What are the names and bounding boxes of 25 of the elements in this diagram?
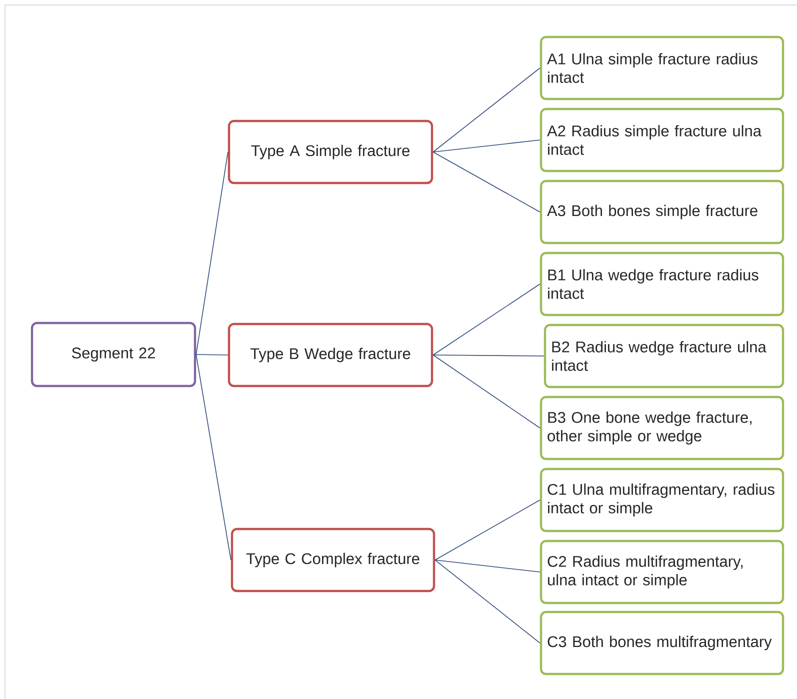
connector-line: [432, 354, 544, 356]
subtype-box: C1 Ulna multifragmentary, radius intact or simple: [540, 468, 784, 532]
subtype-box: A3 Both bones simple fracture: [540, 180, 784, 244]
subtype-box: C2 Radius multifragmentary, ulna intact or simple: [540, 540, 784, 604]
subtype-box: A1 Ulna simple fracture radius intact: [540, 36, 784, 100]
connector-line: [432, 140, 540, 152]
connector-line: [432, 152, 540, 212]
root-box: Segment 22: [30, 322, 196, 388]
connector-line: [196, 152, 228, 355]
connector-line: [432, 68, 540, 152]
connector-line: [432, 284, 540, 356]
connector-line: [434, 500, 540, 560]
connector-line: [196, 354, 232, 560]
subtype-box: B1 Ulna wedge fracture radius intact: [540, 252, 784, 316]
connector-line: [434, 560, 540, 644]
category-box: Type B Wedge fracture: [228, 322, 434, 388]
subtype-box: B2 Radius wedge fracture ulna intact: [544, 324, 784, 388]
connector-line: [432, 354, 540, 428]
subtype-box: A2 Radius simple fracture ulna intact: [540, 108, 784, 172]
subtype-box: C3 Both bones multifragmentary: [540, 610, 784, 676]
category-box: Type A Simple fracture: [228, 120, 434, 184]
subtype-box: B3 One bone wedge fracture, other simple or wedge: [540, 396, 784, 460]
connector-line: [196, 354, 228, 356]
connector-line: [434, 560, 540, 572]
category-box: Type C Complex fracture: [230, 528, 436, 592]
